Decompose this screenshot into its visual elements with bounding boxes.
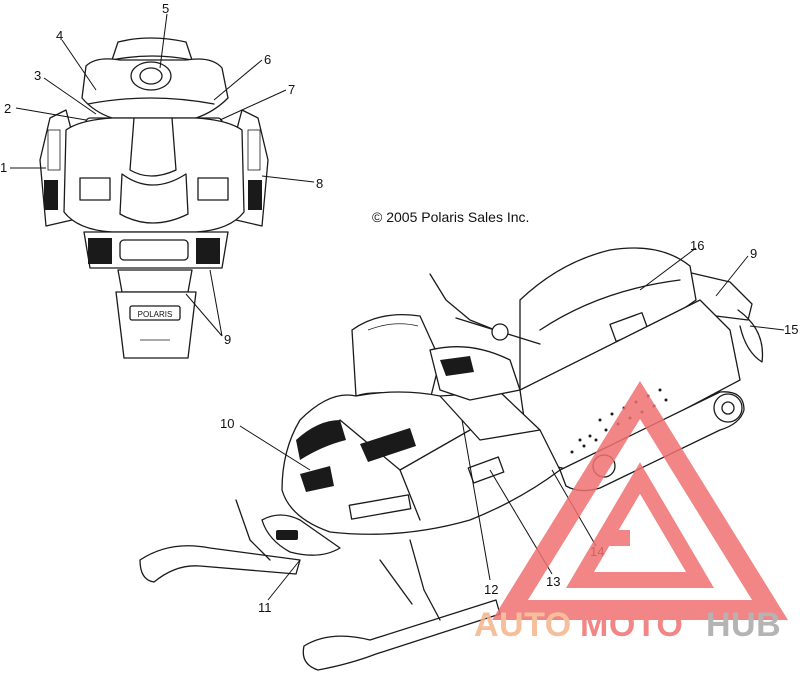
callout-13: 13 <box>546 574 560 589</box>
hood-logo-text: POLARIS <box>138 310 173 319</box>
watermark-word-hub: HUB <box>706 606 781 644</box>
copyright-text: © 2005 Polaris Sales Inc. <box>372 209 529 225</box>
callout-5: 5 <box>162 1 169 16</box>
callout-10: 10 <box>220 416 234 431</box>
callout-6: 6 <box>264 52 271 67</box>
callout-12: 12 <box>484 582 498 597</box>
callout-11: 11 <box>258 600 272 615</box>
callout-9-top: 9 <box>224 332 231 347</box>
watermark-word-moto: MOTO <box>580 606 683 644</box>
watermark-logo: AUTO MOTO HUB <box>474 381 788 644</box>
callout-4: 4 <box>56 28 63 43</box>
callout-7: 7 <box>288 82 295 97</box>
callout-labels: 1 2 3 4 5 6 7 8 9 9 10 11 12 13 14 15 16 <box>0 1 798 615</box>
callout-1: 1 <box>0 160 7 175</box>
callout-2: 2 <box>4 101 11 116</box>
side-view-snowmobile <box>139 247 764 671</box>
watermark-word-auto: AUTO <box>474 606 572 644</box>
callout-15: 15 <box>784 322 798 337</box>
top-view-snowmobile: POLARIS <box>39 37 269 359</box>
callout-9-side: 9 <box>750 246 757 261</box>
callout-8: 8 <box>316 176 323 191</box>
callout-3: 3 <box>34 68 41 83</box>
callout-16: 16 <box>690 238 704 253</box>
watermark-triangle-icon <box>492 381 788 620</box>
